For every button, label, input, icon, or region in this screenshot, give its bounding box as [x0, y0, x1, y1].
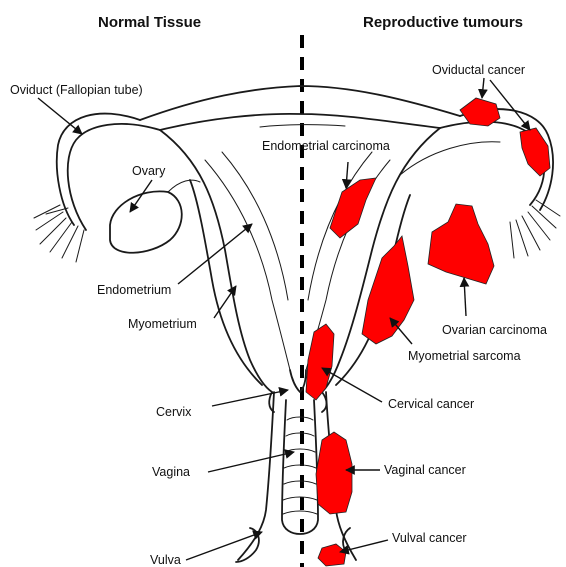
label-oviduct: Oviduct (Fallopian tube): [10, 83, 143, 97]
arrow-vagina: [208, 452, 294, 472]
tumour-vulval: [318, 544, 346, 566]
label-vulval-cancer: Vulval cancer: [392, 531, 467, 545]
arrow-endometrium: [178, 224, 252, 284]
heading-normal-tissue: Normal Tissue: [98, 14, 201, 31]
arrow-ovarian: [464, 278, 466, 316]
label-myometrium: Myometrium: [128, 317, 197, 331]
label-cervical-cancer: Cervical cancer: [388, 397, 474, 411]
label-vagina: Vagina: [152, 465, 190, 479]
tumour-myometrial: [362, 236, 414, 344]
arrow-oviductal-1: [482, 78, 484, 98]
arrow-vulval: [340, 540, 388, 552]
heading-reproductive-tumours: Reproductive tumours: [363, 14, 523, 31]
normal-tissue-labels: Oviduct (Fallopian tube) Ovary Endometri…: [10, 83, 197, 567]
label-vulva: Vulva: [150, 553, 181, 567]
tumour-oviductal-left: [460, 98, 500, 126]
arrow-oviduct: [38, 98, 82, 134]
tumour-ovarian: [428, 204, 494, 284]
arrow-cervical: [322, 368, 382, 402]
label-myometrial-sarcoma: Myometrial sarcoma: [408, 349, 521, 363]
label-ovarian-carcinoma: Ovarian carcinoma: [442, 323, 547, 337]
label-endometrium: Endometrium: [97, 283, 171, 297]
label-cervix: Cervix: [156, 405, 192, 419]
arrow-endometrial: [346, 162, 348, 188]
tumour-cervical: [306, 324, 334, 400]
label-endometrial-carcinoma: Endometrial carcinoma: [262, 139, 390, 153]
label-oviductal-cancer: Oviductal cancer: [432, 63, 525, 77]
arrow-ovary: [130, 180, 152, 212]
label-ovary: Ovary: [132, 164, 166, 178]
arrow-cervix: [212, 390, 288, 406]
tumour-vaginal: [316, 432, 352, 514]
label-vaginal-cancer: Vaginal cancer: [384, 463, 466, 477]
tumour-oviductal-right: [520, 128, 550, 176]
tumour-endometrial: [330, 178, 376, 238]
